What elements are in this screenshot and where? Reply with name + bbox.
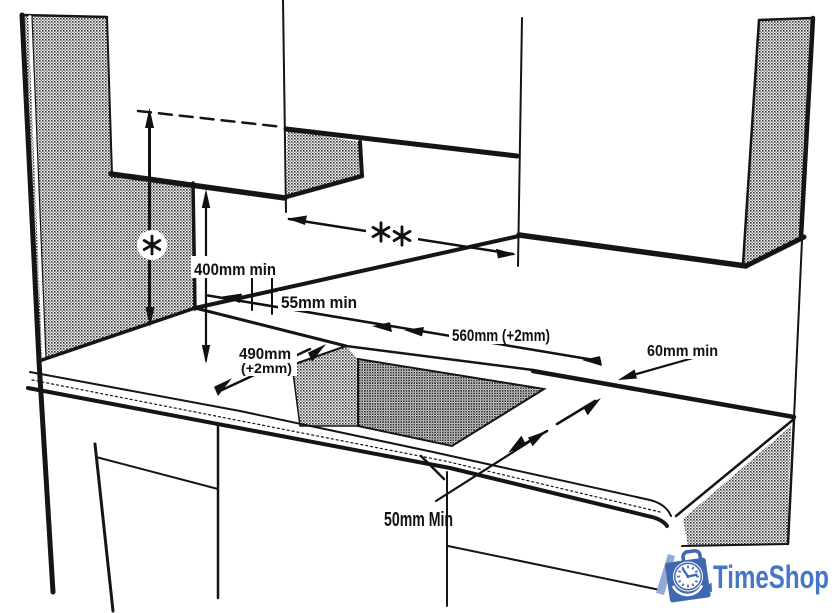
svg-text:55mm min: 55mm min xyxy=(281,293,357,312)
svg-text:560mm (+2mm): 560mm (+2mm) xyxy=(452,326,550,345)
svg-text:50mm Min: 50mm Min xyxy=(384,509,453,531)
svg-text:TimeShop: TimeShop xyxy=(713,559,829,595)
svg-text:(+2mm): (+2mm) xyxy=(241,360,292,376)
svg-text:60mm min: 60mm min xyxy=(647,343,718,360)
svg-text:490mm: 490mm xyxy=(239,346,291,363)
svg-text:400mm min: 400mm min xyxy=(194,260,276,279)
